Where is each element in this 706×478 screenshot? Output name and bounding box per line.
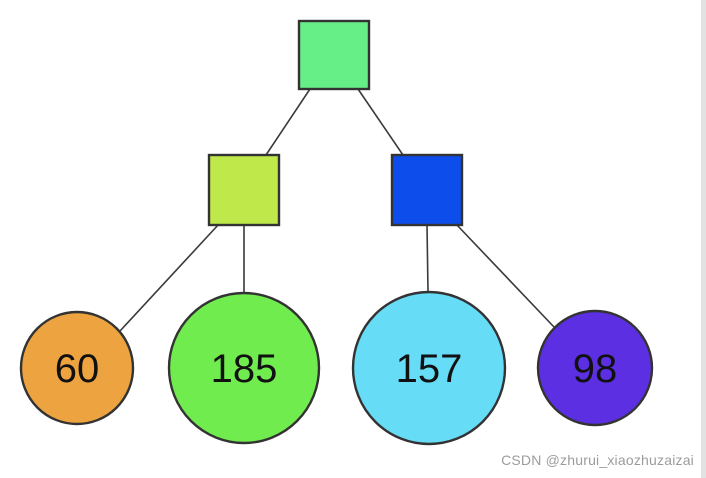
- leaf-node-circle-98: [536, 309, 654, 427]
- root-node-square: [297, 19, 371, 91]
- csdn-watermark: CSDN @zhurui_xiaozhuzaizai: [501, 452, 694, 468]
- right-internal-node-square: [390, 153, 464, 227]
- page-edge-strip: [701, 0, 706, 478]
- edge-root-to-right: [357, 88, 404, 156]
- leaf-label-60: 60: [55, 347, 100, 391]
- leaf-label-157: 157: [396, 347, 463, 391]
- left-internal-node-square: [207, 153, 281, 227]
- leaf-node-circle-157: [351, 290, 507, 446]
- edge-right-to-leaf-98: [455, 223, 555, 328]
- leaf-node-circle-60: [19, 310, 135, 426]
- edge-right-to-leaf-157: [426, 223, 429, 293]
- leaf-label-98: 98: [573, 347, 618, 391]
- edge-root-to-left: [265, 88, 311, 156]
- leaf-node-circle-185: [167, 291, 321, 445]
- leaf-label-185: 185: [211, 347, 278, 391]
- edge-left-to-leaf-60: [119, 223, 220, 332]
